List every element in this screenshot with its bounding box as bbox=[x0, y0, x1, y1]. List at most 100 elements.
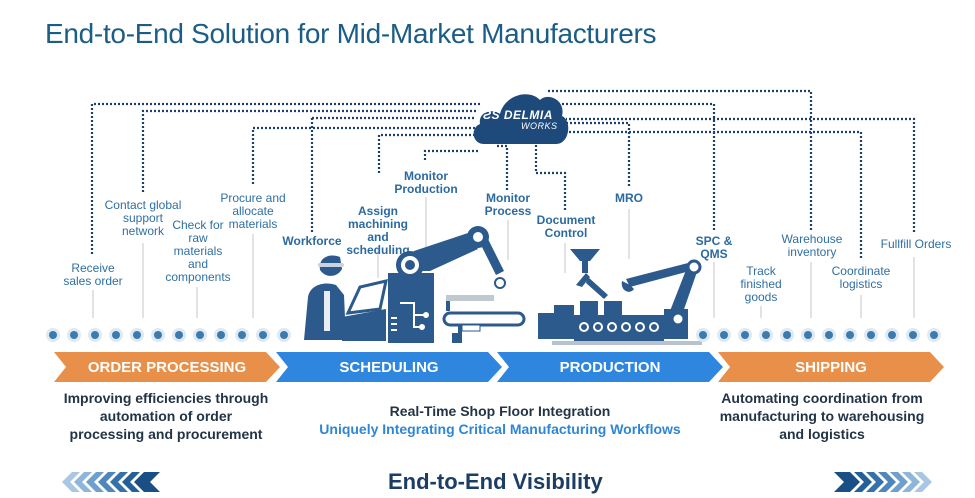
end-to-end-visibility-label: End-to-End Visibility bbox=[388, 469, 603, 494]
delmia-cloud-icon bbox=[473, 94, 569, 144]
hub-name: DELMIA bbox=[503, 108, 553, 122]
timeline-dot bbox=[130, 328, 144, 342]
step-line-text: finished bbox=[740, 277, 782, 291]
shop-floor-description: Real-Time Shop Floor Integration Uniquel… bbox=[290, 402, 710, 438]
step-line-text: SPC & bbox=[695, 234, 733, 248]
timeline-dot bbox=[843, 328, 857, 342]
step-line-text: Procure and bbox=[220, 191, 286, 205]
chevrons-right-icon bbox=[834, 472, 932, 492]
phase-order-processing: ORDER PROCESSING bbox=[54, 352, 280, 382]
step-check-materials: Check for raw materials and components bbox=[160, 219, 236, 284]
step-line bbox=[628, 209, 630, 259]
step-line-text: materials bbox=[228, 217, 278, 231]
timeline-dots-left bbox=[46, 328, 291, 342]
timeline-dots-right bbox=[696, 328, 941, 342]
step-line bbox=[92, 290, 94, 318]
order-processing-description: Improving efficiencies through automatio… bbox=[56, 389, 276, 443]
timeline-dot bbox=[109, 328, 123, 342]
step-line-text: MRO bbox=[615, 191, 643, 205]
phase-arrow-shape bbox=[276, 352, 502, 382]
step-line bbox=[860, 295, 862, 318]
phase-scheduling: SCHEDULING bbox=[276, 352, 502, 382]
step-line-text: Check for bbox=[172, 218, 224, 232]
timeline-dot bbox=[927, 328, 941, 342]
step-mro: MRO bbox=[608, 192, 650, 205]
step-line-text: scheduling bbox=[346, 243, 410, 257]
phase-arrow-shape bbox=[54, 352, 280, 382]
page-title: End-to-End Solution for Mid-Market Manuf… bbox=[45, 18, 657, 49]
desc-line: automation of order bbox=[99, 408, 233, 424]
step-line-text: Production bbox=[394, 182, 458, 196]
step-line-text: and bbox=[187, 257, 209, 271]
connector-coordinate bbox=[566, 130, 863, 258]
step-line bbox=[142, 243, 144, 318]
step-line-text: Coordinate bbox=[831, 264, 891, 278]
timeline-dot bbox=[151, 328, 165, 342]
desc-line: Automating coordination from bbox=[721, 390, 923, 406]
step-document-control: Document Control bbox=[534, 214, 598, 240]
connector-contact-support bbox=[141, 109, 476, 192]
connector-procure bbox=[251, 126, 476, 184]
step-track-goods: Track finished goods bbox=[732, 265, 790, 304]
connector-document-control bbox=[534, 144, 567, 210]
timeline-dot bbox=[88, 328, 102, 342]
step-line-text: inventory bbox=[787, 245, 837, 259]
desc-line: manufacturing to warehousing bbox=[719, 408, 925, 424]
step-line bbox=[252, 234, 254, 318]
step-line-text: Document bbox=[536, 213, 596, 227]
step-line-text: Process bbox=[484, 204, 532, 218]
connector-receive-sales-order bbox=[90, 102, 480, 254]
chevrons-left-icon bbox=[62, 472, 160, 492]
step-fulfill-orders: Fullfill Orders bbox=[876, 238, 956, 251]
step-line bbox=[507, 220, 509, 260]
phase-label: ORDER PROCESSING bbox=[87, 358, 247, 376]
connector-fulfill bbox=[566, 117, 916, 232]
step-line bbox=[196, 287, 198, 318]
timeline-dot bbox=[256, 328, 270, 342]
connector-monitor-process bbox=[495, 140, 509, 190]
timeline-dot bbox=[277, 328, 291, 342]
step-line-text: QMS bbox=[700, 247, 728, 261]
timeline-dot bbox=[885, 328, 899, 342]
step-line bbox=[760, 306, 762, 318]
desc-line: processing and procurement bbox=[69, 426, 263, 442]
desc-line: Real-Time Shop Floor Integration bbox=[389, 403, 611, 419]
step-line-text: Monitor bbox=[404, 169, 448, 183]
step-line-text: sales order bbox=[63, 274, 123, 288]
step-procure: Procure and allocate materials bbox=[216, 192, 290, 231]
step-coordinate-logistics: Coordinate logistics bbox=[826, 265, 896, 291]
hub-sub: WORKS bbox=[521, 121, 558, 131]
connector-spc bbox=[566, 102, 716, 230]
connector-assign bbox=[377, 133, 476, 173]
phase-label: PRODUCTION bbox=[559, 358, 661, 376]
timeline-dot bbox=[214, 328, 228, 342]
phase-production: PRODUCTION bbox=[497, 352, 723, 382]
step-assign-scheduling: Assign machining and scheduling bbox=[336, 205, 420, 257]
timeline-dot bbox=[759, 328, 773, 342]
timeline-dot bbox=[864, 328, 878, 342]
shipping-description: Automating coordination from manufacturi… bbox=[712, 389, 932, 443]
step-line bbox=[913, 257, 915, 318]
phase-label: SCHEDULING bbox=[339, 358, 439, 376]
connector-mro bbox=[566, 121, 631, 186]
step-workforce: Workforce bbox=[280, 235, 344, 248]
step-line-text: components bbox=[165, 270, 231, 284]
step-line bbox=[564, 243, 566, 273]
desc-line-highlight: Uniquely Integrating Critical Manufactur… bbox=[319, 421, 681, 437]
step-line-text: Track bbox=[746, 264, 776, 278]
step-line bbox=[810, 262, 812, 318]
desc-line: Improving efficiencies through bbox=[63, 390, 269, 406]
step-line-text: Contact global bbox=[104, 198, 182, 212]
step-line-text: raw bbox=[188, 231, 208, 245]
worker-icon bbox=[304, 255, 346, 340]
delmia-logo: ƧS DELMIA WORKS bbox=[483, 108, 557, 131]
timeline-dot bbox=[193, 328, 207, 342]
timeline-dot bbox=[67, 328, 81, 342]
connector-monitor-production bbox=[423, 149, 480, 160]
phase-arrow-shape bbox=[718, 352, 944, 382]
connector-warehouse bbox=[548, 89, 813, 230]
timeline-dot bbox=[801, 328, 815, 342]
step-line-text: Warehouse bbox=[781, 232, 843, 246]
step-line bbox=[377, 248, 379, 278]
phase-arrow-shape bbox=[497, 352, 723, 382]
